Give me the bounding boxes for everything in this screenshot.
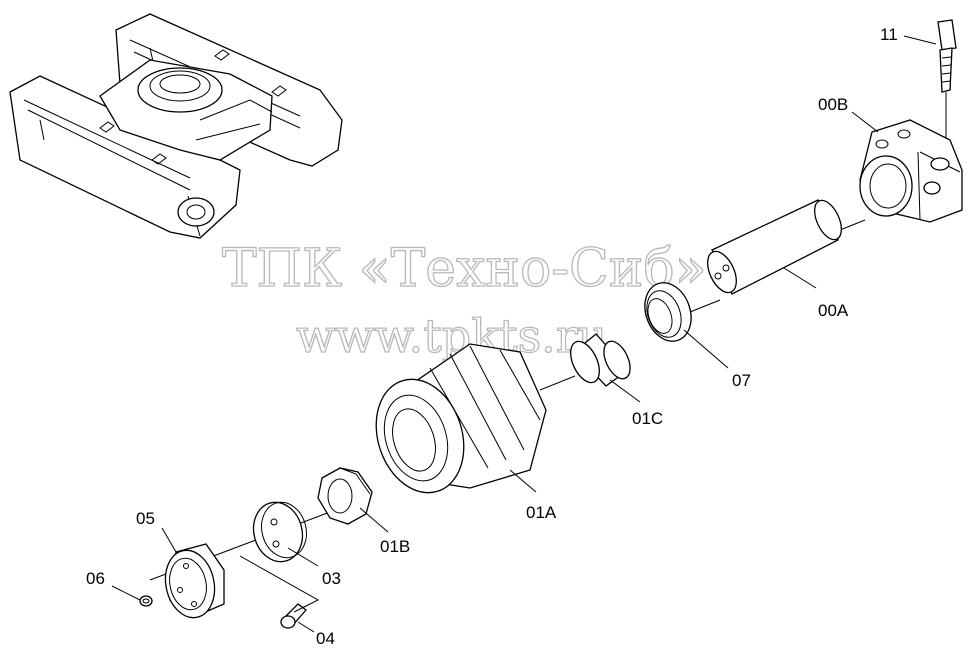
callout-06: 06 — [86, 569, 105, 588]
watermark: ТПК «Техно-Сиб» www.tpkts.ru — [221, 238, 707, 363]
leader-lines — [111, 35, 937, 633]
part-11-bolt — [937, 19, 957, 150]
part-00b-bracket — [859, 119, 963, 223]
watermark-title: ТПК «Техно-Сиб» — [222, 239, 707, 299]
callout-01b: 01B — [380, 537, 410, 556]
part-03-plate — [252, 501, 307, 563]
watermark-url: www.tpkts.ru — [296, 309, 607, 363]
part-06-screw — [139, 595, 153, 607]
part-07-seal — [644, 282, 692, 342]
callout-07: 07 — [732, 371, 751, 390]
callout-labels: 11 00B 00A 07 01C 01A 01B 05 03 06 04 — [86, 25, 898, 648]
part-04-bolt — [280, 603, 307, 629]
part-00a-shaft — [707, 199, 842, 295]
undercarriage-frame — [9, 13, 343, 239]
callout-05: 05 — [136, 509, 155, 528]
callout-00a: 00A — [818, 301, 849, 320]
part-01a-roller — [375, 343, 547, 494]
part-01b-nut — [317, 467, 373, 525]
callout-01c: 01C — [632, 409, 663, 428]
callout-03: 03 — [322, 569, 341, 588]
part-05-cover — [164, 543, 225, 619]
part-01c-bushing — [570, 333, 631, 387]
callout-01a: 01A — [526, 503, 557, 522]
callout-04: 04 — [316, 629, 335, 648]
callout-11: 11 — [880, 25, 898, 44]
callout-00b: 00B — [818, 95, 848, 114]
